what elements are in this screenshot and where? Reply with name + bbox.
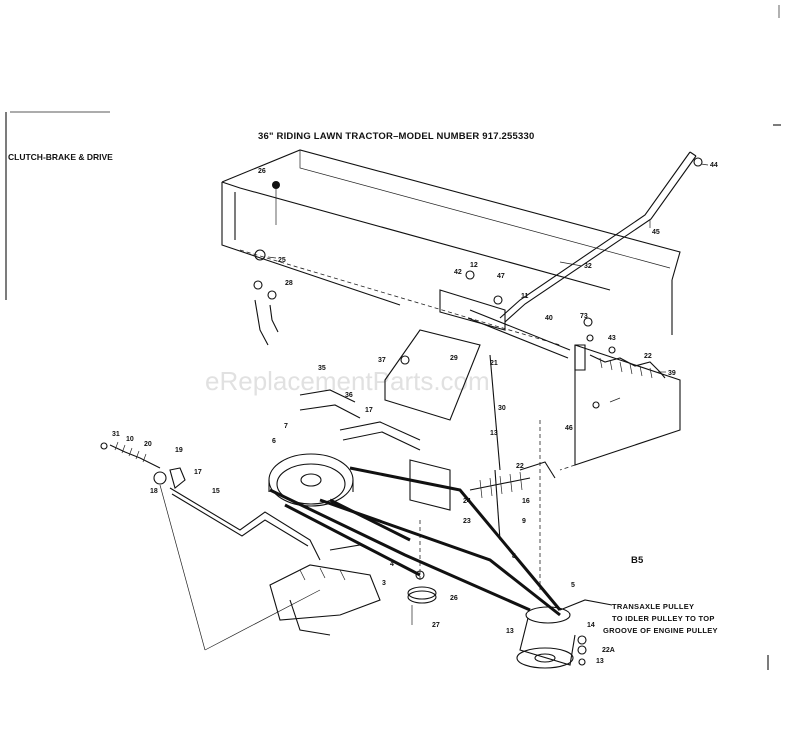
callout-label: 46 bbox=[565, 425, 573, 432]
note-line-3: GROOVE OF ENGINE PULLEY bbox=[603, 626, 718, 635]
callout-label: 37 bbox=[378, 357, 386, 364]
callout-label: 22 bbox=[516, 463, 524, 470]
note-line-1: TRANSAXLE PULLEY bbox=[612, 602, 694, 611]
clutch-spring-assembly bbox=[100, 441, 186, 489]
callout-label: 32 bbox=[584, 263, 592, 270]
diagram-title: 36" RIDING LAWN TRACTOR–MODEL NUMBER 917… bbox=[258, 131, 534, 142]
idler-pulleys bbox=[407, 570, 437, 625]
callout-label: 27 bbox=[432, 622, 440, 629]
callout-label: 36 bbox=[345, 392, 353, 399]
callout-label: 24 bbox=[463, 498, 471, 505]
callout-label: 31 bbox=[112, 431, 120, 438]
callout-label: 44 bbox=[710, 162, 718, 169]
callout-label: 30 bbox=[498, 405, 506, 412]
callout-label: 17 bbox=[194, 469, 202, 476]
callout-label: 4 bbox=[390, 561, 394, 568]
brake-rod bbox=[467, 309, 666, 379]
callout-label: 26 bbox=[258, 168, 266, 175]
callout-label: 20 bbox=[144, 441, 152, 448]
callout-label: 40 bbox=[545, 315, 553, 322]
callout-label: 13 bbox=[596, 658, 604, 665]
part-callouts: 26 25 28 42 12 47 11 44 45 32 40 73 43 2… bbox=[112, 162, 718, 665]
drive-belts bbox=[269, 466, 562, 617]
watermark: eReplacementParts.com bbox=[205, 366, 490, 396]
callout-label: 15 bbox=[212, 488, 220, 495]
callout-label: 5 bbox=[571, 582, 575, 589]
callout-label: 9 bbox=[522, 518, 526, 525]
engine-pulley bbox=[268, 453, 354, 507]
transaxle-housing bbox=[269, 544, 391, 636]
tractor-frame bbox=[221, 149, 681, 471]
page-code: B5 bbox=[631, 555, 644, 566]
callout-label: 73 bbox=[580, 313, 588, 320]
note-leader bbox=[559, 599, 613, 611]
callout-label: 6 bbox=[272, 438, 276, 445]
callout-label: 43 bbox=[608, 335, 616, 342]
shift-lever bbox=[499, 151, 703, 323]
callout-label: 7 bbox=[284, 423, 288, 430]
callout-label: 17 bbox=[365, 407, 373, 414]
callout-label: 10 bbox=[126, 436, 134, 443]
callout-label: 25 bbox=[278, 257, 286, 264]
callout-label: 23 bbox=[463, 518, 471, 525]
callout-label: 35 bbox=[318, 365, 326, 372]
callout-label: 26 bbox=[450, 595, 458, 602]
transaxle-pulley bbox=[516, 606, 587, 669]
callout-label: 8 bbox=[512, 553, 516, 560]
callout-label: 28 bbox=[285, 280, 293, 287]
callout-label: 21 bbox=[490, 360, 498, 367]
callout-label: 47 bbox=[497, 273, 505, 280]
callout-label: 13 bbox=[490, 430, 498, 437]
callout-label: 13 bbox=[506, 628, 514, 635]
frame-hardware bbox=[253, 181, 616, 409]
pedal-bracket-assembly bbox=[299, 289, 556, 590]
note-line-2: TO IDLER PULLEY TO TOP bbox=[612, 614, 715, 623]
section-label: CLUTCH-BRAKE & DRIVE bbox=[8, 152, 113, 162]
callout-label: 29 bbox=[450, 355, 458, 362]
callout-label: 11 bbox=[521, 293, 529, 300]
callout-label: 42 bbox=[454, 269, 462, 276]
callout-label: 39 bbox=[668, 370, 676, 377]
callout-label: 12 bbox=[470, 262, 478, 269]
callout-label: 19 bbox=[175, 447, 183, 454]
callout-label: 3 bbox=[382, 580, 386, 587]
callout-leaders bbox=[267, 163, 709, 403]
callout-label: 16 bbox=[522, 498, 530, 505]
callout-label: 22 bbox=[644, 353, 652, 360]
callout-label: 18 bbox=[150, 488, 158, 495]
callout-label: 14 bbox=[587, 622, 595, 629]
callout-label: 22A bbox=[602, 647, 615, 654]
callout-label: 45 bbox=[652, 229, 660, 236]
clutch-rod bbox=[159, 484, 321, 651]
